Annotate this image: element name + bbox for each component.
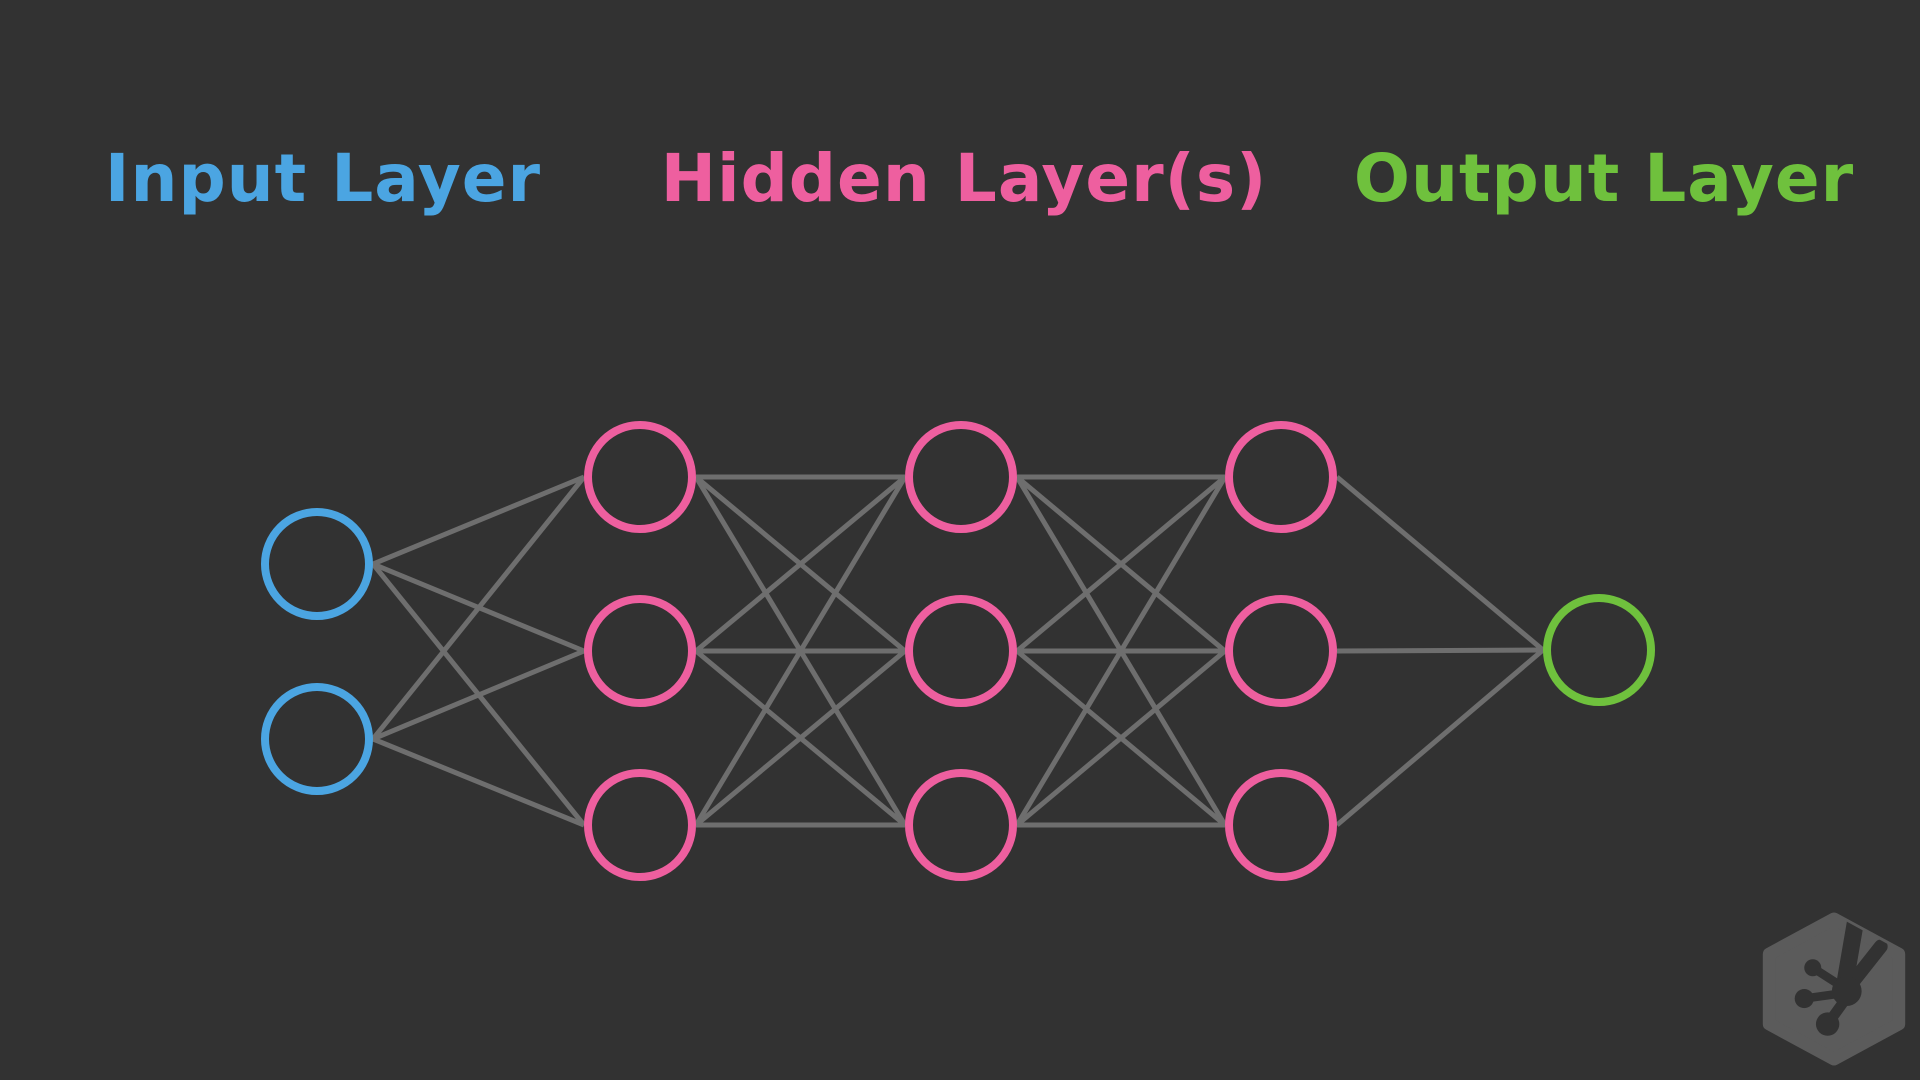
input-layer-node-1: [261, 508, 373, 620]
hidden-layer-2-node-3: [905, 769, 1017, 881]
edge-input-layer-to-hidden-layer-1: [371, 475, 586, 741]
output-layer-label: Output Layer: [1353, 140, 1855, 217]
input-layer-label: Input Layer: [104, 140, 542, 217]
hidden-layer-3-node-2: [1225, 595, 1337, 707]
hidden-layer-2-node-1: [905, 421, 1017, 533]
edge-hidden-layer-1-to-hidden-layer-2: [694, 475, 907, 653]
edge-hidden-layer-3-to-output-layer: [1336, 647, 1544, 654]
edge-hidden-layer-2-to-hidden-layer-3: [1015, 649, 1227, 827]
edge-input-layer-to-hidden-layer-1: [372, 474, 585, 567]
output-layer-node-1: [1543, 594, 1655, 706]
input-layer-node-2: [261, 683, 373, 795]
hidden-layer-1-node-2: [584, 595, 696, 707]
hidden-layer-3-node-1: [1225, 421, 1337, 533]
hidden-layer-2-node-2: [905, 595, 1017, 707]
edge-hidden-layer-2-to-hidden-layer-3: [1014, 475, 1228, 827]
edge-input-layer-to-hidden-layer-1: [372, 648, 585, 742]
edge-hidden-layer-3-to-output-layer: [1335, 475, 1545, 652]
hidden-layer-1-node-3: [584, 769, 696, 881]
edge-hidden-layer-1-to-hidden-layer-2: [693, 475, 908, 827]
edge-hidden-layer-3-to-output-layer: [1335, 648, 1545, 827]
edge-hidden-layer-1-to-hidden-layer-2: [694, 649, 907, 827]
hidden-layer-3-node-3: [1225, 769, 1337, 881]
hidden-layer-label: Hidden Layer(s): [660, 140, 1268, 217]
treehouse-logo-icon: [1762, 912, 1906, 1066]
hidden-layer-1-node-1: [584, 421, 696, 533]
logo-frog-footprint: [1794, 914, 1888, 1036]
edge-hidden-layer-2-to-hidden-layer-3: [1015, 475, 1227, 653]
edge-input-layer-to-hidden-layer-1: [372, 736, 585, 828]
